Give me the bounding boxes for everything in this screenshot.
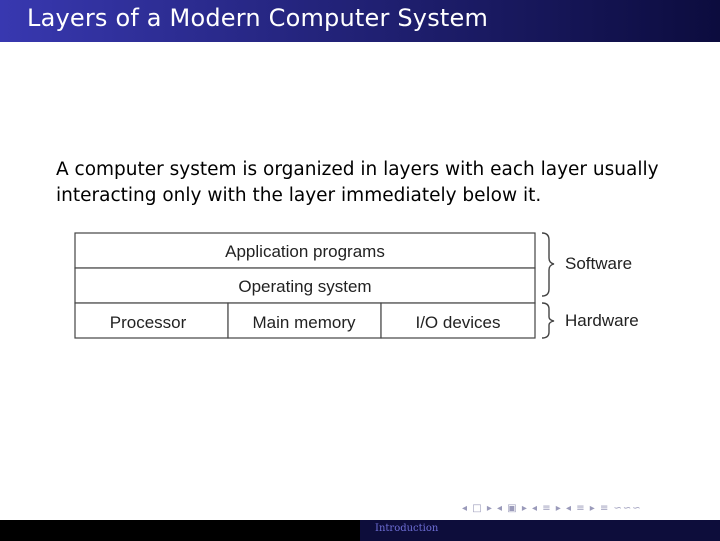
processor-box bbox=[74, 302, 229, 339]
application-layer-box bbox=[74, 232, 536, 269]
layer-diagram: Application programs Operating system Pr… bbox=[74, 232, 639, 339]
hardware-group-label: Hardware bbox=[565, 311, 639, 330]
footer-section-panel: Introduction bbox=[360, 520, 720, 541]
processor-label: Processor bbox=[110, 313, 187, 332]
intro-paragraph: A computer system is organized in layers… bbox=[56, 157, 676, 209]
intro-line-1: A computer system is organized in layers… bbox=[56, 159, 659, 180]
io-box bbox=[380, 302, 536, 339]
os-layer-box bbox=[74, 267, 536, 304]
application-layer-label: Application programs bbox=[225, 242, 385, 261]
slide-title: Layers of a Modern Computer System bbox=[27, 4, 489, 32]
os-layer-label: Operating system bbox=[238, 277, 371, 296]
layer-boxes bbox=[74, 232, 536, 339]
memory-label: Main memory bbox=[253, 313, 356, 332]
intro-line-2: interacting only with the layer immediat… bbox=[56, 185, 542, 206]
title-bar: Layers of a Modern Computer System bbox=[0, 0, 720, 42]
software-brace-icon bbox=[541, 232, 555, 297]
footer-section-label: Introduction bbox=[375, 523, 439, 534]
slide-navigation-icons[interactable]: ◂ □ ▸ ◂ ▣ ▸ ◂ ≡ ▸ ◂ ≡ ▸ ≡ ∽∽∽ bbox=[462, 503, 642, 514]
software-group-label: Software bbox=[565, 254, 632, 273]
io-label: I/O devices bbox=[415, 313, 500, 332]
hardware-brace-icon bbox=[541, 302, 555, 339]
